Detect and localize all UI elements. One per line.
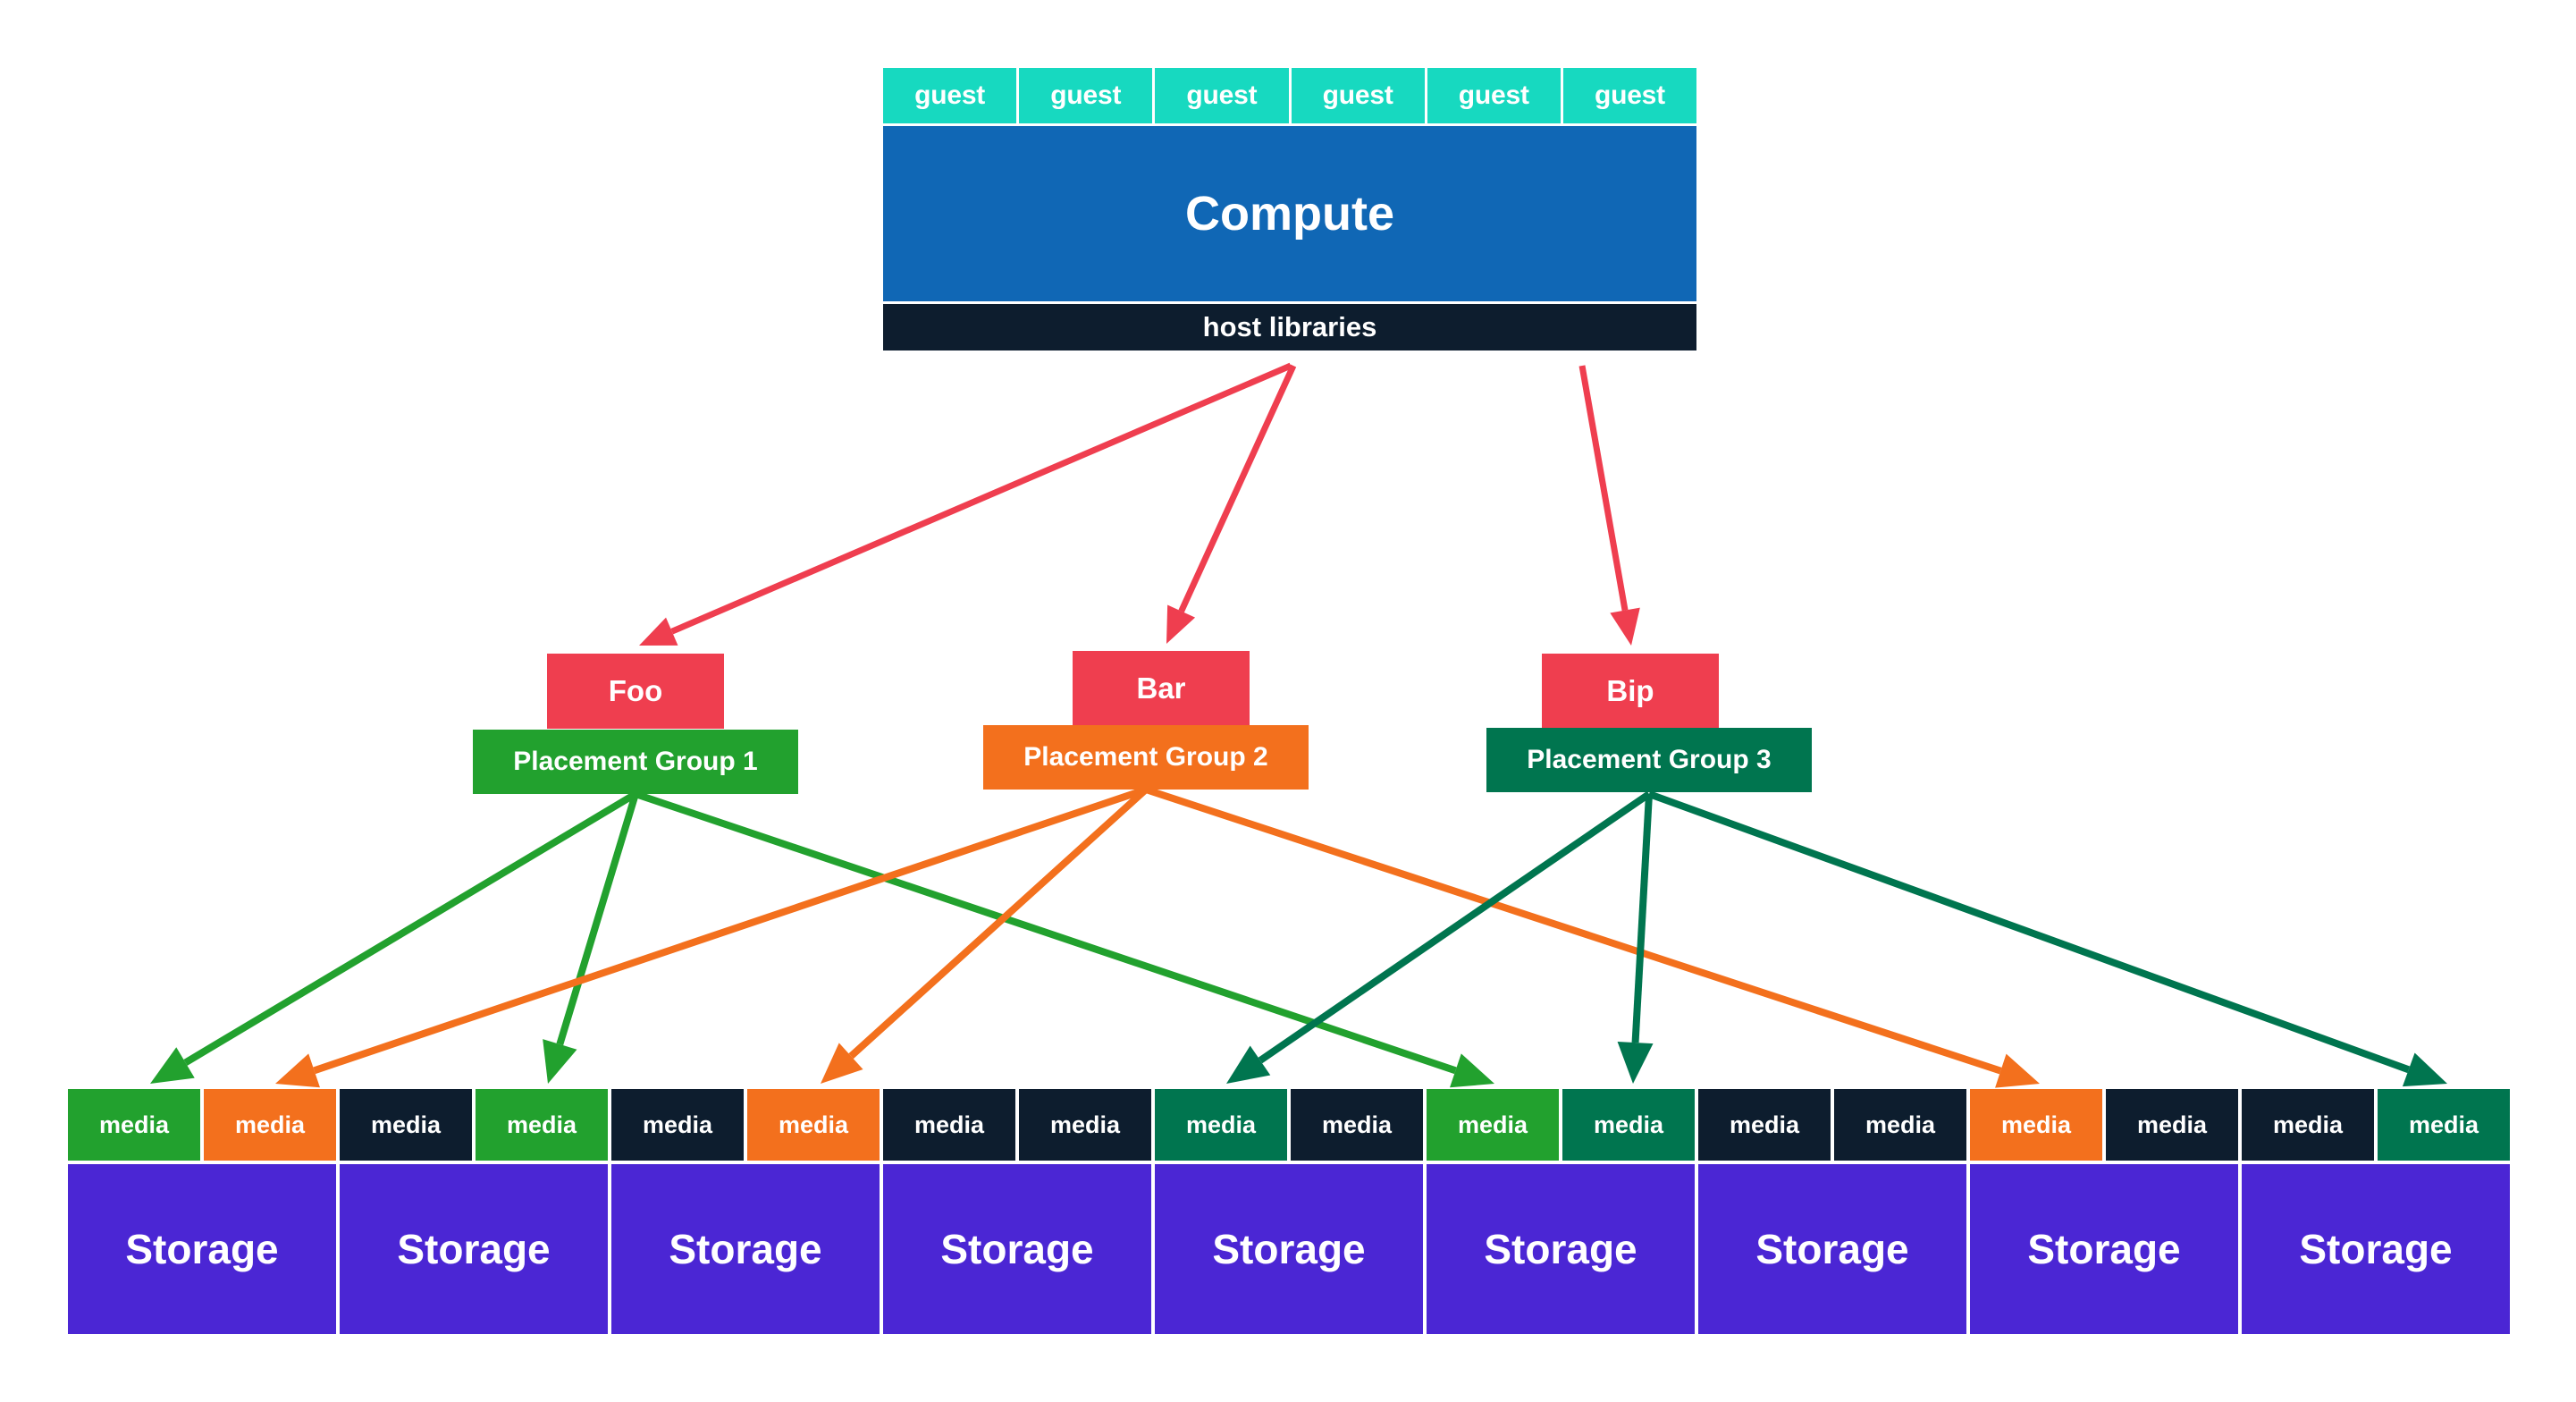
- media-cell: media: [1698, 1089, 1831, 1161]
- media-cell: media: [340, 1089, 472, 1161]
- host-to-vm-arrow: [1166, 364, 1297, 644]
- placement-group-to-media-arrow: [150, 790, 638, 1084]
- guest-cell: guest: [1155, 68, 1289, 123]
- media-cell: media: [1155, 1089, 1287, 1161]
- placement-group-box: Placement Group 3: [1486, 728, 1812, 792]
- compute-box: Compute: [883, 126, 1696, 301]
- placement-group-to-media-arrow: [543, 792, 639, 1084]
- placement-group-to-media-arrow: [634, 790, 1494, 1088]
- placement-group-box: Placement Group 2: [983, 725, 1309, 790]
- storage-cell: Storage: [340, 1164, 608, 1334]
- vm-box: Bar: [1073, 651, 1250, 726]
- storage-cell: Storage: [1698, 1164, 1966, 1334]
- media-cell: media: [204, 1089, 336, 1161]
- host-libraries-box: host libraries: [883, 304, 1696, 350]
- media-cell: media: [1019, 1089, 1151, 1161]
- placement-group-to-media-arrow: [1226, 790, 1652, 1084]
- host-to-vm-arrow: [1578, 365, 1640, 646]
- media-cell: media: [476, 1089, 608, 1161]
- storage-cell: Storage: [1155, 1164, 1423, 1334]
- placement-group-to-media-arrow: [1617, 793, 1654, 1084]
- storage-cell: Storage: [611, 1164, 880, 1334]
- host-to-vm-arrow: [639, 362, 1292, 646]
- guest-cell: guest: [883, 68, 1017, 123]
- media-cell: media: [747, 1089, 880, 1161]
- media-cell: media: [1834, 1089, 1966, 1161]
- guest-cell: guest: [1427, 68, 1561, 123]
- media-cell: media: [1291, 1089, 1423, 1161]
- storage-cell: Storage: [2242, 1164, 2510, 1334]
- storage-cell: Storage: [883, 1164, 1151, 1334]
- guest-cell: guest: [1562, 68, 1697, 123]
- storage-cell: Storage: [1970, 1164, 2238, 1334]
- guest-cell: guest: [1291, 68, 1425, 123]
- media-cell: media: [883, 1089, 1015, 1161]
- placement-group-to-media-arrow: [275, 786, 1148, 1088]
- guest-cell: guest: [1019, 68, 1153, 123]
- vm-box: Bip: [1542, 654, 1719, 729]
- vm-box: Foo: [547, 654, 724, 729]
- media-cell: media: [2378, 1089, 2510, 1161]
- media-cell: media: [2242, 1089, 2374, 1161]
- media-cell: media: [1970, 1089, 2102, 1161]
- media-cell: media: [1427, 1089, 1559, 1161]
- placement-group-to-media-arrow: [821, 787, 1149, 1084]
- storage-cell: Storage: [68, 1164, 336, 1334]
- placement-group-to-media-arrow: [1647, 790, 2447, 1087]
- media-cell: media: [2106, 1089, 2238, 1161]
- storage-cell: Storage: [1427, 1164, 1695, 1334]
- media-cell: media: [1562, 1089, 1695, 1161]
- media-cell: media: [68, 1089, 200, 1161]
- placement-group-box: Placement Group 1: [473, 730, 798, 794]
- media-cell: media: [611, 1089, 744, 1161]
- placement-group-to-media-arrow: [1144, 786, 2040, 1088]
